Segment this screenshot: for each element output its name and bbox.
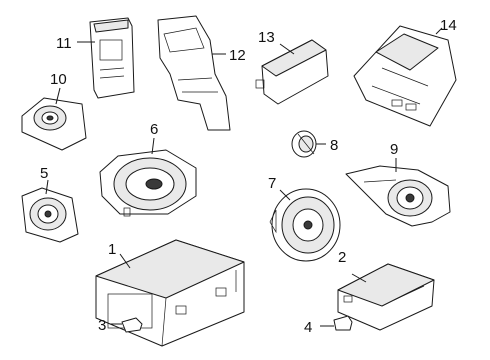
part-8-tweeter: 8 bbox=[291, 130, 338, 158]
callout-7: 7 bbox=[268, 175, 276, 192]
callout-9: 9 bbox=[390, 141, 398, 158]
callout-2: 2 bbox=[338, 249, 346, 266]
callout-4: 4 bbox=[304, 319, 312, 336]
part-5-speaker: 5 bbox=[21, 165, 79, 243]
callout-11: 11 bbox=[56, 35, 72, 52]
part-4-clip: 4 bbox=[304, 315, 353, 336]
part-12-bracket: 12 bbox=[157, 15, 246, 131]
part-10-tweeter-speaker: 10 bbox=[21, 71, 87, 151]
callout-10: 10 bbox=[50, 71, 67, 88]
callout-5: 5 bbox=[40, 165, 48, 182]
callout-13: 14 bbox=[440, 17, 457, 34]
part-9-speaker-housing: 9 bbox=[345, 141, 451, 227]
callout-8: 8 bbox=[330, 137, 338, 154]
part-2-receiver: 2 bbox=[337, 249, 435, 331]
part-13-amplifier: 14 bbox=[353, 17, 457, 127]
callout-14: 13 bbox=[258, 29, 275, 46]
callout-12: 12 bbox=[229, 47, 246, 64]
part-3-clip: 3 bbox=[98, 317, 143, 334]
callout-1: 1 bbox=[108, 241, 116, 258]
part-7-speaker: 7 bbox=[268, 175, 341, 262]
part-11-control-module: 11 bbox=[56, 17, 135, 99]
part-14-module: 13 bbox=[255, 29, 329, 105]
part-6-speaker: 6 bbox=[99, 121, 197, 217]
callout-3: 3 bbox=[98, 317, 106, 334]
callout-6: 6 bbox=[150, 121, 158, 138]
part-1-head-unit: 1 bbox=[95, 239, 245, 347]
